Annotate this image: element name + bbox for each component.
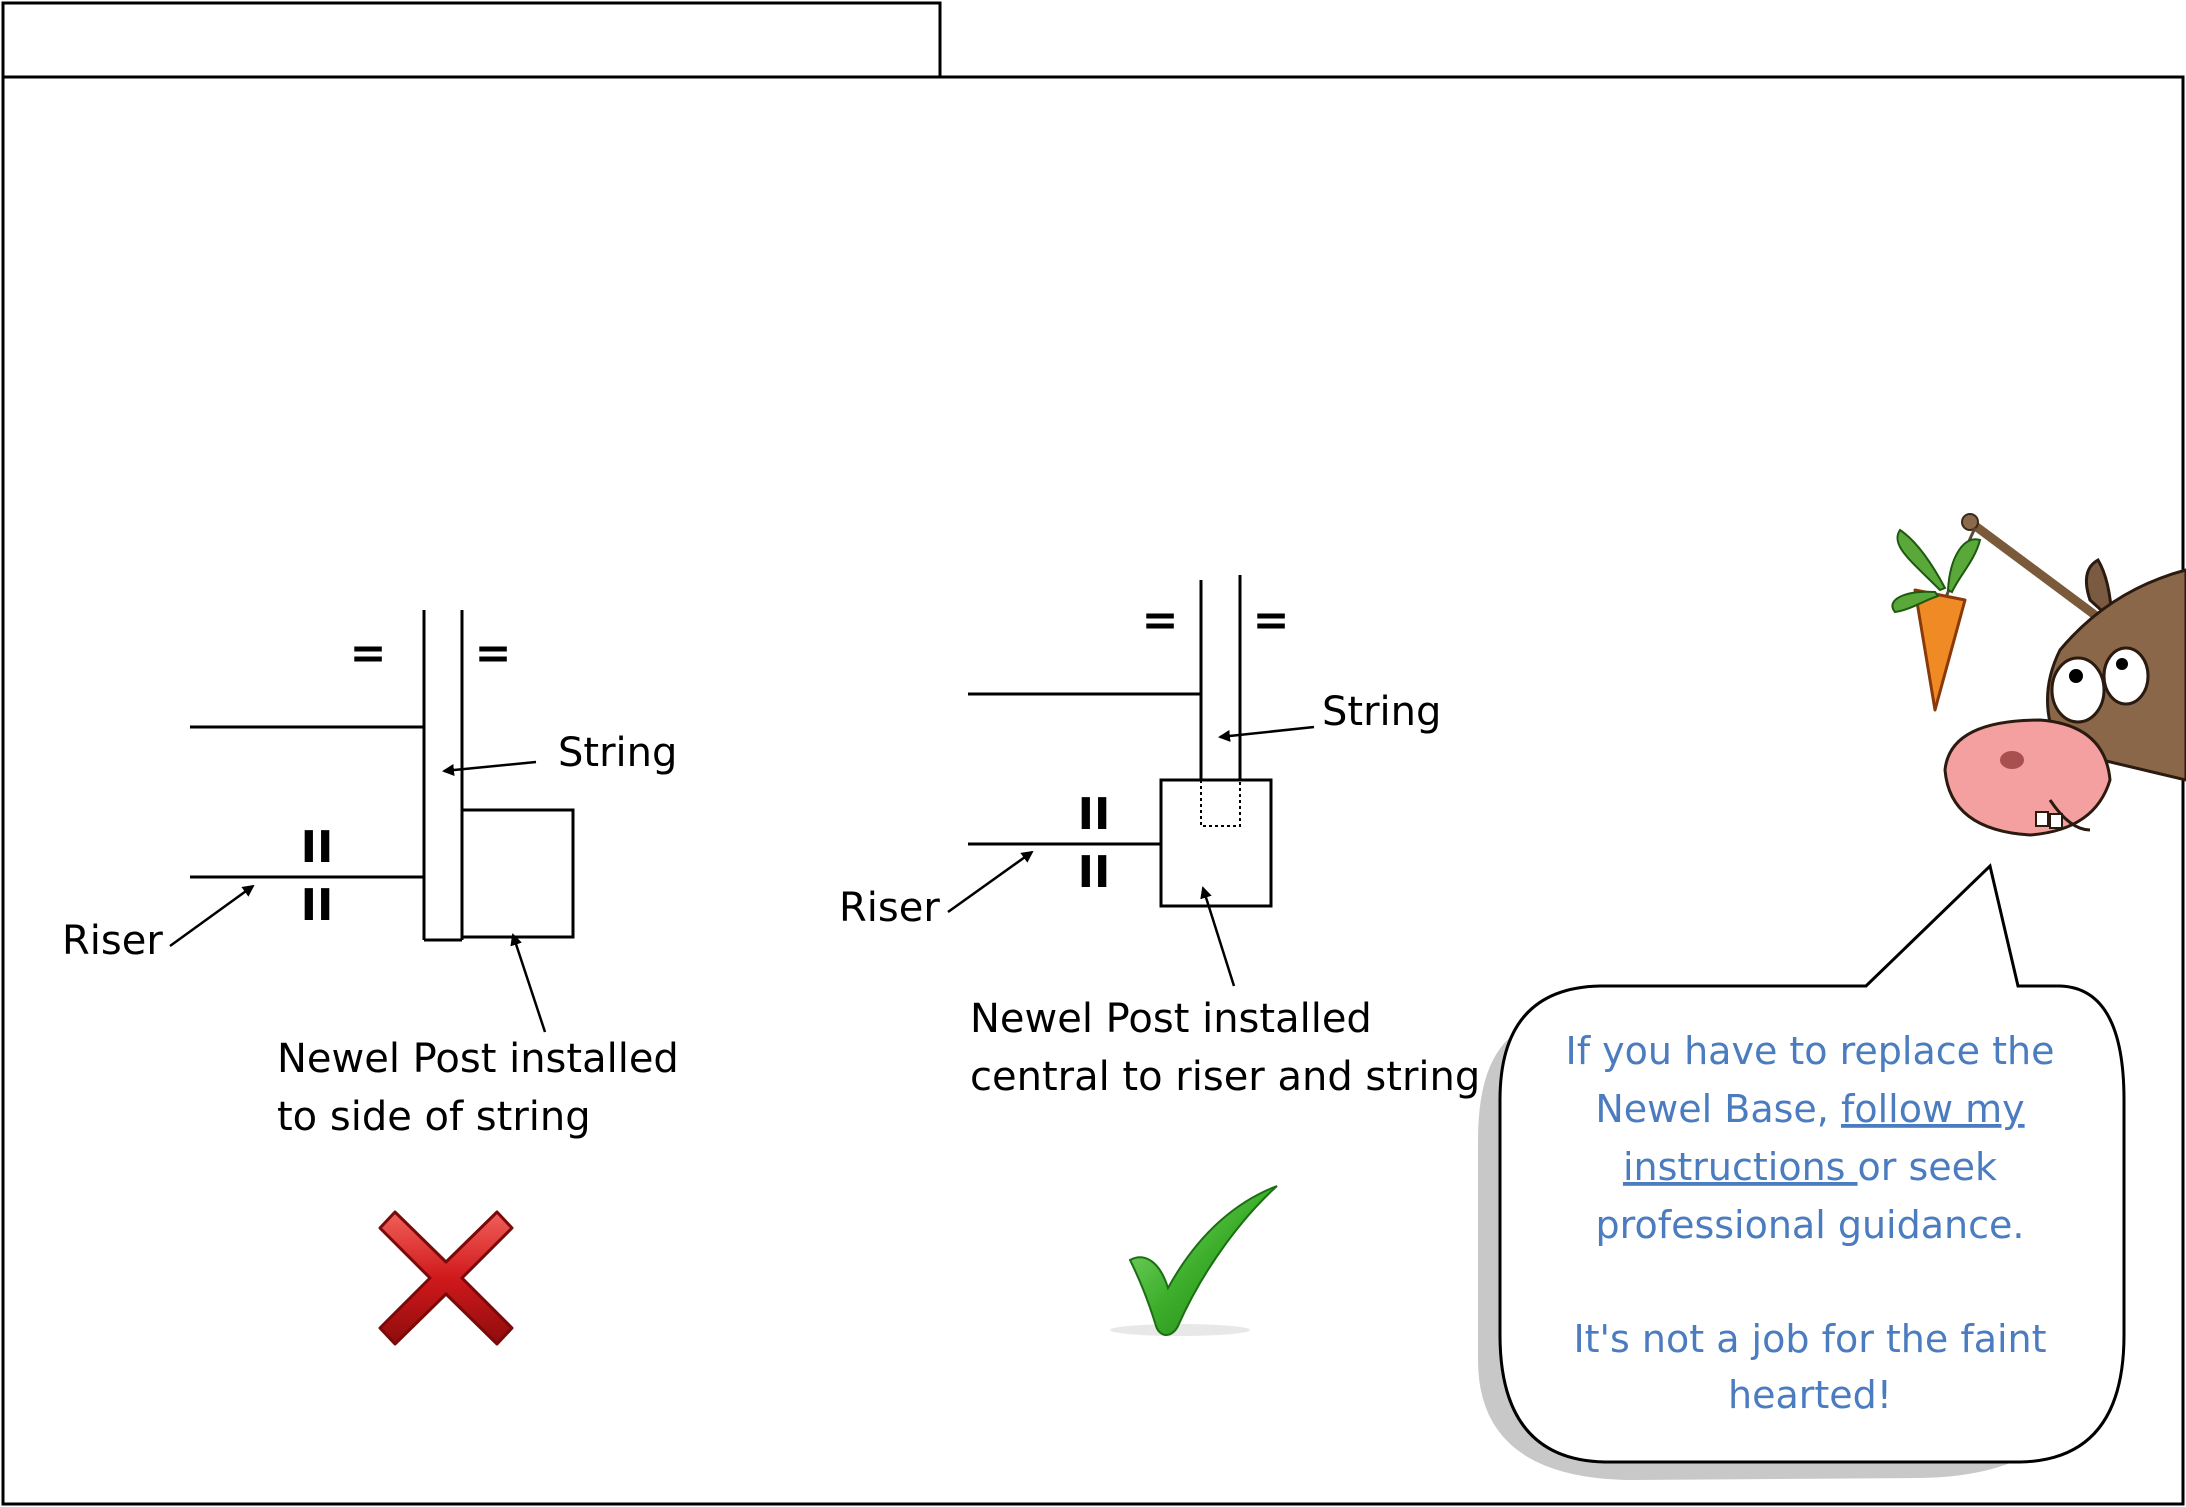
left-diagram: = = II II String Riser Newel Post instal…	[62, 610, 679, 1346]
string-label: String	[558, 730, 677, 776]
equal-mark-left: =	[1142, 595, 1179, 646]
donkey-with-carrot-icon	[1891, 513, 2186, 837]
bubble-line-3-plain: or seek	[1858, 1145, 1998, 1189]
bubble-line-6: hearted!	[1728, 1373, 1892, 1417]
caption-line-2: to side of string	[277, 1094, 591, 1140]
right-diagram: = = II II String Riser Newel Post instal…	[839, 575, 1480, 1336]
equal-mark-right: =	[475, 628, 512, 679]
bubble-line-5: It's not a job for the faint	[1573, 1317, 2046, 1361]
caption-line-1: Newel Post installed	[277, 1036, 679, 1082]
hidden-string-dotted	[1200, 780, 1241, 827]
riser-label: Riser	[62, 918, 163, 964]
newel-post-box	[460, 808, 575, 939]
red-x-icon	[378, 1210, 514, 1346]
bubble-line-1: If you have to replace the	[1566, 1029, 2055, 1073]
riser-arrow	[169, 884, 255, 948]
string-arrow	[1218, 725, 1315, 742]
newel-post-box	[1159, 778, 1273, 908]
parallel-mark-top: II	[301, 822, 334, 873]
parallel-mark-bottom: II	[301, 880, 334, 931]
bubble-line-4: professional guidance.	[1596, 1203, 2025, 1247]
newel-arrow	[510, 933, 547, 1033]
instructions-link[interactable]: instructions	[1623, 1145, 1858, 1189]
green-check-icon	[1110, 1185, 1278, 1336]
newel-arrow	[1200, 886, 1236, 987]
string-label: String	[1322, 689, 1441, 735]
parallel-mark-top: II	[1078, 789, 1111, 840]
riser-label: Riser	[839, 885, 940, 931]
equal-mark-right: =	[1253, 595, 1290, 646]
speech-bubble: If you have to replace the Newel Base, f…	[1478, 863, 2126, 1480]
string-arrow	[442, 760, 537, 776]
caption-line-1: Newel Post installed	[970, 996, 1372, 1042]
equal-mark-left: =	[350, 628, 387, 679]
bubble-body	[1498, 863, 2126, 1464]
caption-line-2: central to riser and string	[970, 1054, 1480, 1100]
riser-arrow	[947, 850, 1034, 914]
bubble-line-2-plain: Newel Base,	[1595, 1087, 1841, 1131]
parallel-mark-bottom: II	[1078, 847, 1111, 898]
follow-instructions-link[interactable]: follow my	[1841, 1087, 2025, 1131]
bubble-line-2: Newel Base, follow my	[1595, 1087, 2024, 1131]
bubble-line-3: instructions or seek	[1623, 1145, 1997, 1189]
